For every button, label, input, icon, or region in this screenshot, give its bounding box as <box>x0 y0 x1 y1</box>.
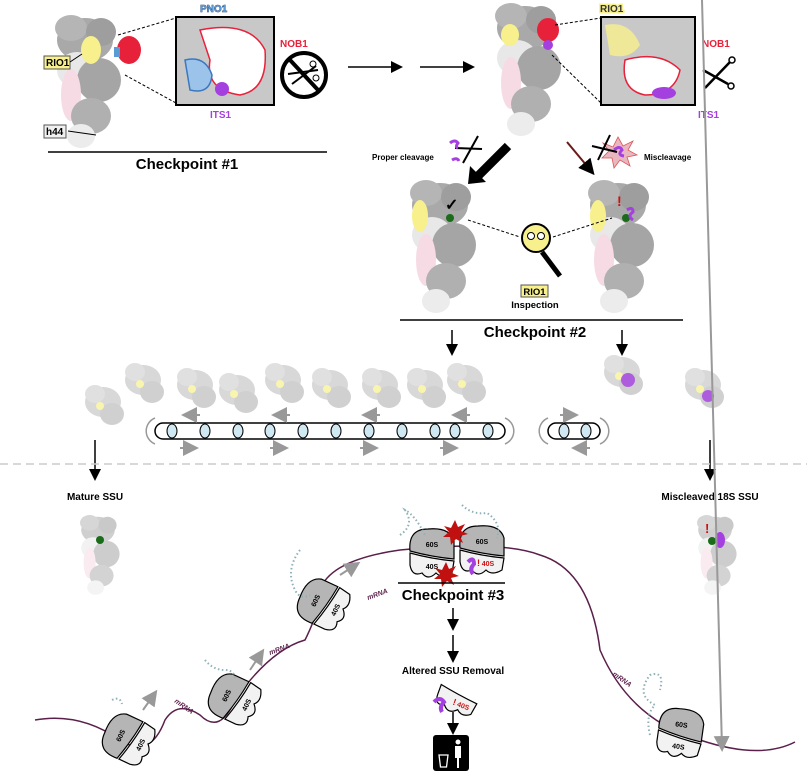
svg-text:!: ! <box>477 558 480 568</box>
nob1-density <box>117 36 141 64</box>
collision-burst-icon <box>443 520 468 545</box>
h44-label: h44 <box>46 127 64 138</box>
properly-cleaved-ssu <box>410 180 476 313</box>
miscleavage-arrow <box>566 141 595 176</box>
ribosome: 60S 40S <box>96 708 160 771</box>
rio1-tag: RIO1 <box>523 287 546 298</box>
proper-cleavage-arrow <box>474 142 512 180</box>
mrna-label: mRNA <box>366 588 388 602</box>
svg-text:40S: 40S <box>456 701 470 712</box>
mrna-label: mRNA <box>611 671 633 689</box>
scissors-icon <box>702 56 736 90</box>
alert-mark: ! <box>705 521 709 536</box>
mature-ssu-label: Mature SSU <box>67 492 123 503</box>
svg-text:60S: 60S <box>222 689 234 704</box>
rio1-label: RIO1 <box>46 58 70 69</box>
svg-text:60S: 60S <box>426 542 439 549</box>
altered-40s-subunit: ! 40S <box>436 683 478 716</box>
altered-ssu-removal-label: Altered SSU Removal <box>402 666 504 677</box>
miscleaved-ssu-label: Miscleaved 18S SSU <box>661 492 758 503</box>
nob1-label: NOB1 <box>280 39 308 50</box>
checkpoint1-panel: PNO1 NOB1 ITS1 RIO1 h44 Checkpoint #1 <box>43 4 328 173</box>
proper-cleavage-label: Proper cleavage <box>372 153 434 162</box>
svg-text:40S: 40S <box>426 564 439 571</box>
pno1-density <box>114 47 120 57</box>
nob1-inset <box>175 16 275 106</box>
conveyor-track-short <box>547 422 601 440</box>
mature-ssu-structure <box>80 515 120 595</box>
svg-text:40S: 40S <box>482 561 495 568</box>
collided-ribosome: 60S 40S ! <box>459 525 505 576</box>
nob1-label: NOB1 <box>702 39 730 50</box>
rio1-label: RIO1 <box>600 4 624 15</box>
svg-text:40S: 40S <box>136 738 148 753</box>
svg-text:40S: 40S <box>242 698 254 713</box>
checkpoint2-panel: Proper cleavage Miscleavage ✓ ! <box>372 134 692 356</box>
checkpoint1-title: Checkpoint #1 <box>136 156 239 173</box>
translation-panel: mRNA mRNA mRNA mRNA 60S 40S 60S 40S 60S 40S… <box>34 0 796 771</box>
alert-mark: ! <box>617 193 622 209</box>
its1-label: ITS1 <box>698 110 720 121</box>
translation-like-cycle <box>85 355 724 481</box>
svg-text:60S: 60S <box>675 721 689 730</box>
check-mark: ✓ <box>445 197 458 214</box>
collision-burst-icon <box>434 562 459 587</box>
nascent-peptide <box>111 504 663 736</box>
h44-tag <box>43 124 67 139</box>
mrna-label: mRNA <box>268 643 290 657</box>
svg-text:60S: 60S <box>116 729 128 744</box>
checkpoint2-title: Checkpoint #2 <box>484 324 587 341</box>
trash-icon <box>433 735 469 771</box>
inspection-label: Inspection <box>511 300 559 311</box>
svg-text:60S: 60S <box>476 539 489 546</box>
ribosome: 60S 40S <box>654 705 707 761</box>
pno1-label: PNO1 <box>200 4 228 15</box>
svg-text:40S: 40S <box>672 743 686 752</box>
checkpoint3-title: Checkpoint #3 <box>402 587 505 604</box>
stalled-ribosome: 60S 40S <box>409 528 455 578</box>
magnifier-eyes-icon <box>467 217 613 278</box>
no-scissors-icon <box>280 51 328 99</box>
proper-cleavage-scissors-icon <box>449 135 483 164</box>
nob1-inset-active <box>600 16 696 106</box>
svg-text:40S: 40S <box>331 603 343 618</box>
rio1-density <box>81 36 101 64</box>
rio1-tag <box>43 55 71 70</box>
ribosome: 60S 40S <box>291 573 355 636</box>
svg-text:!: ! <box>451 697 457 707</box>
miscleavage-icon <box>591 134 639 169</box>
nob1-active-panel: RIO1 NOB1 ITS1 <box>495 3 736 136</box>
svg-text:60S: 60S <box>311 594 323 609</box>
miscleavage-label: Miscleavage <box>644 153 692 162</box>
its1-label: ITS1 <box>210 110 232 121</box>
mrna-label: mRNA <box>173 698 195 716</box>
ribosome: 60S 40S <box>202 668 266 731</box>
